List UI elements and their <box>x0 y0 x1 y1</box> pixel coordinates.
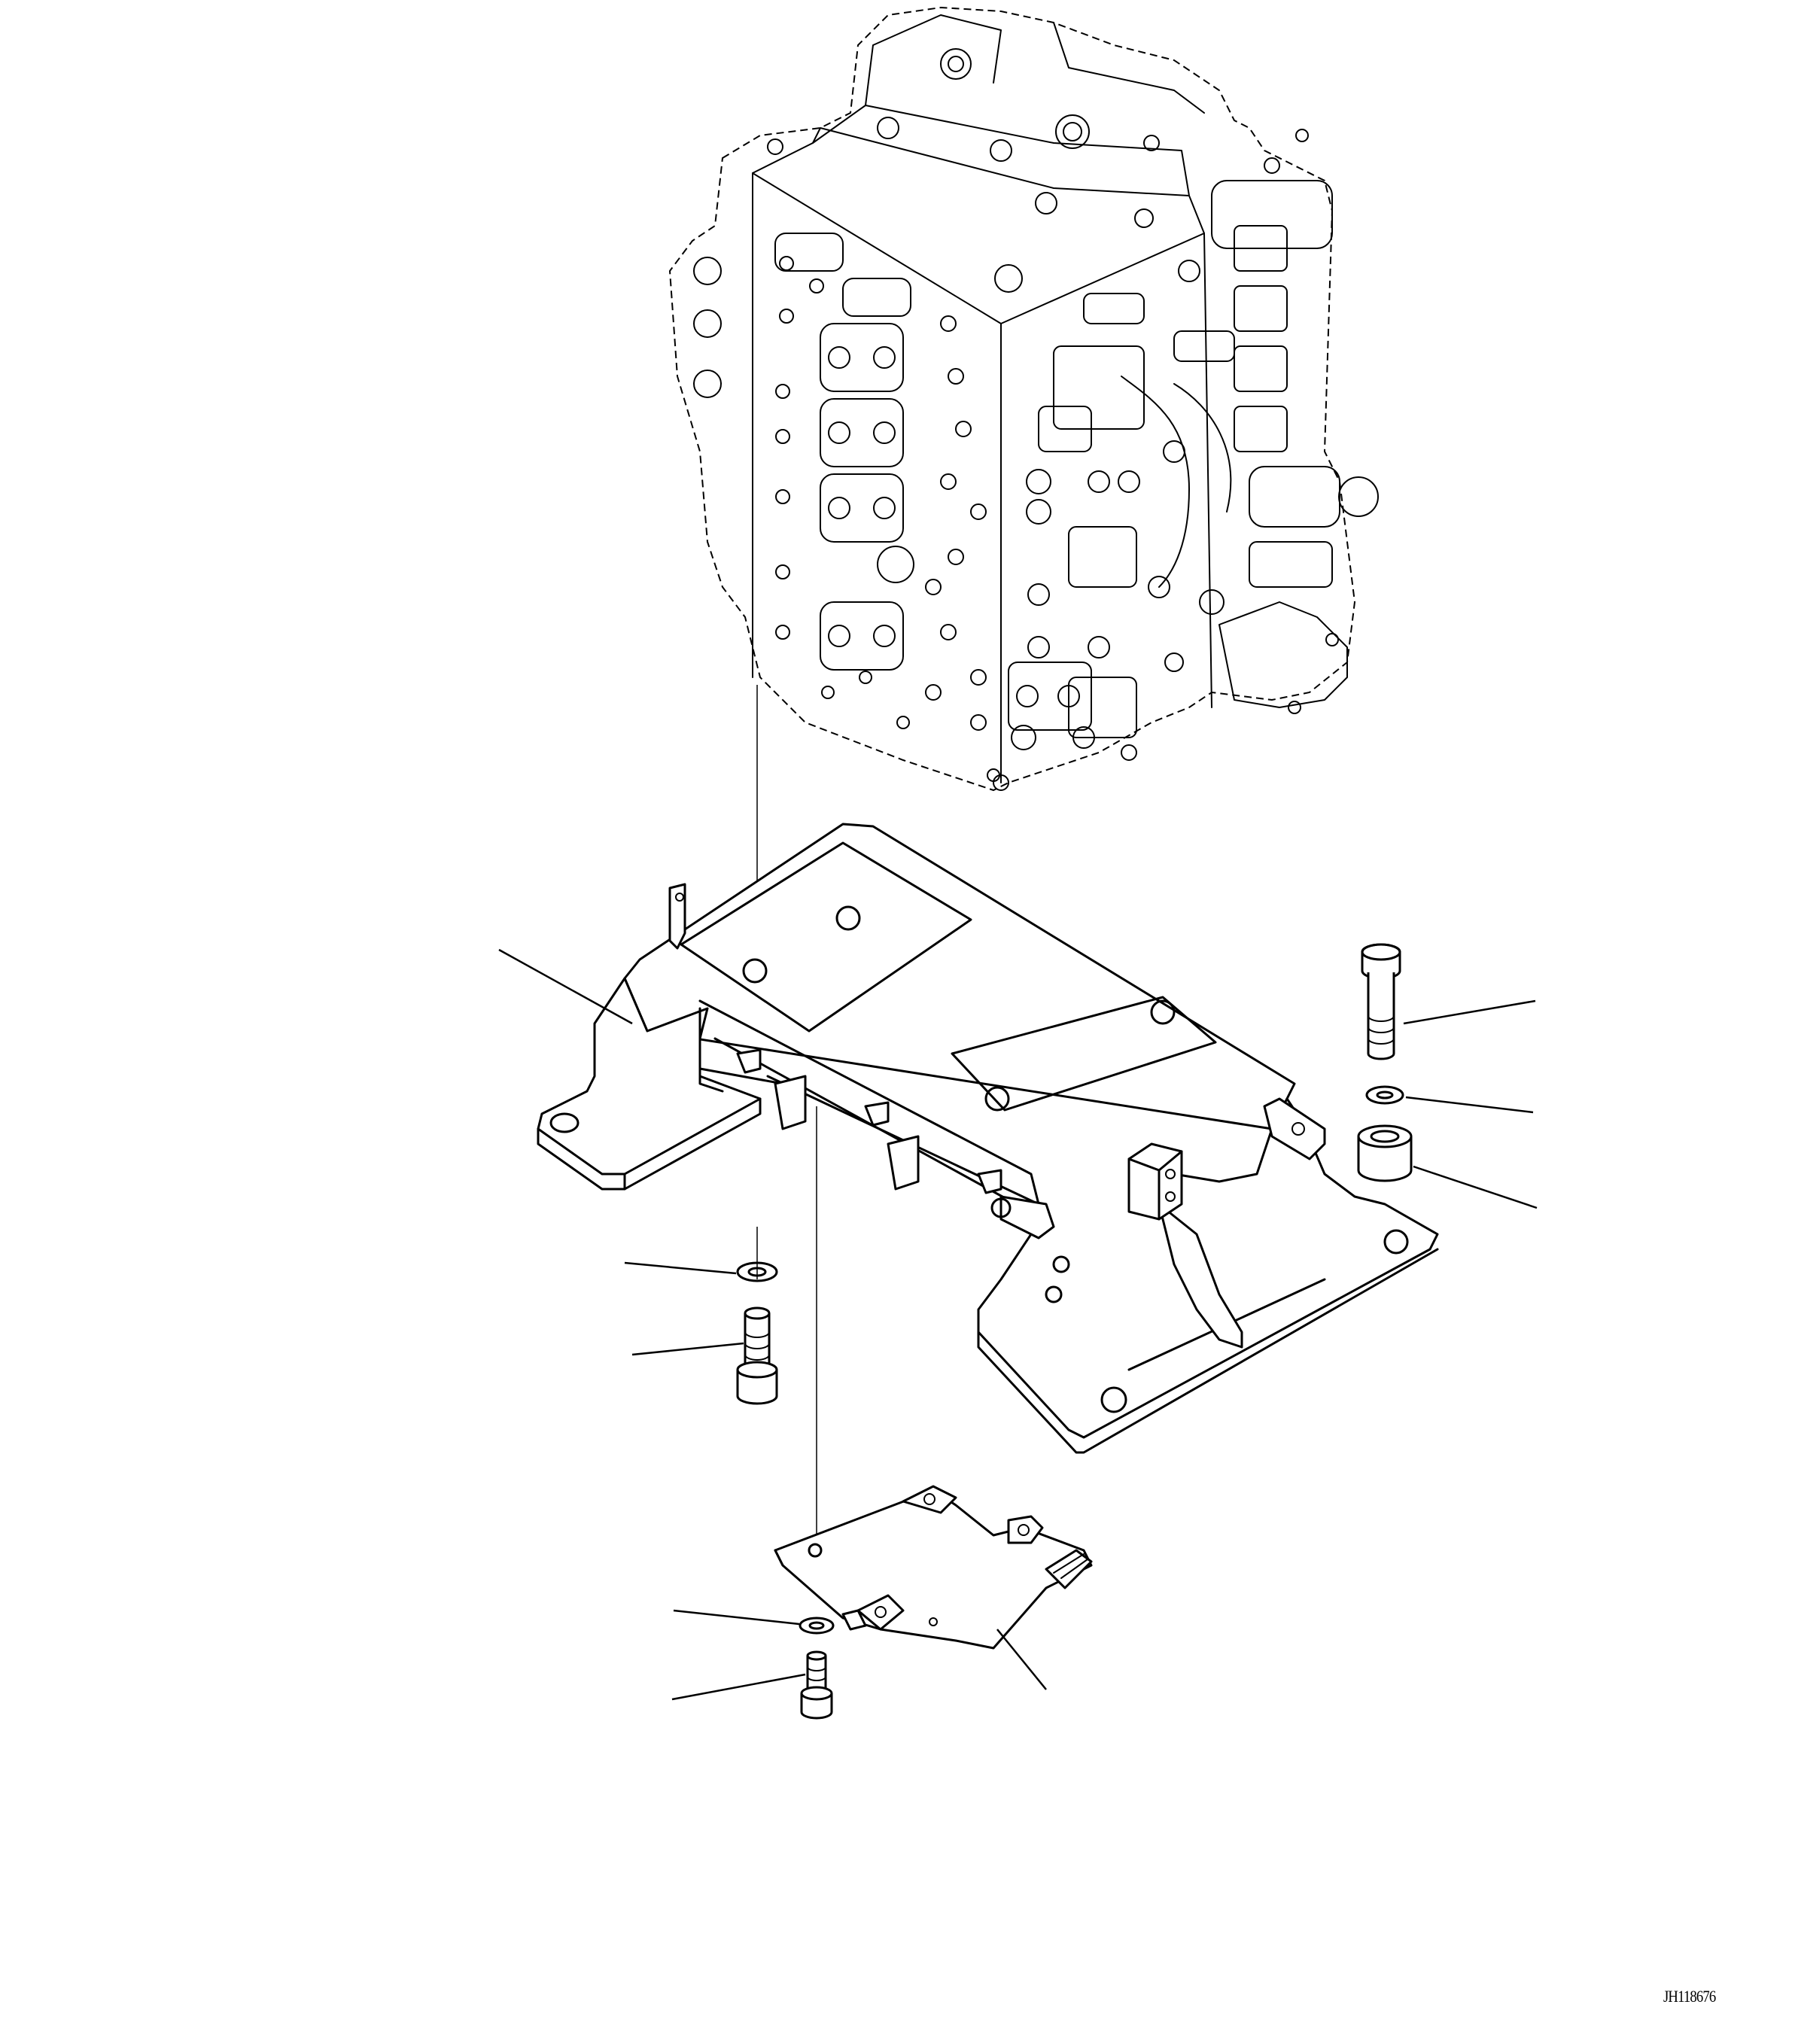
valve-bracket <box>537 823 1439 1454</box>
washer-right <box>1365 1085 1404 1105</box>
spacer-right <box>1357 1124 1413 1182</box>
callout-leader <box>631 1342 744 1356</box>
cover-plate <box>774 1485 1093 1650</box>
callout-leader <box>673 1609 800 1626</box>
washer-left <box>736 1261 778 1282</box>
callout-leader <box>996 1629 1047 1690</box>
drawing-id-label: JH118676 <box>1663 1987 1716 2006</box>
bolt-bottom <box>800 1650 833 1720</box>
bolt-left <box>736 1306 778 1405</box>
callout-leader <box>671 1673 806 1701</box>
bolt-right <box>1361 943 1401 1060</box>
callout-leaders <box>498 948 1538 1701</box>
callout-leader <box>624 1261 737 1275</box>
callout-leader <box>1403 999 1536 1025</box>
callout-leader <box>1413 1165 1538 1209</box>
callout-leader <box>498 948 633 1025</box>
control-valve <box>668 6 1379 792</box>
callout-leader <box>1405 1096 1534 1114</box>
washer-bottom <box>799 1617 835 1635</box>
